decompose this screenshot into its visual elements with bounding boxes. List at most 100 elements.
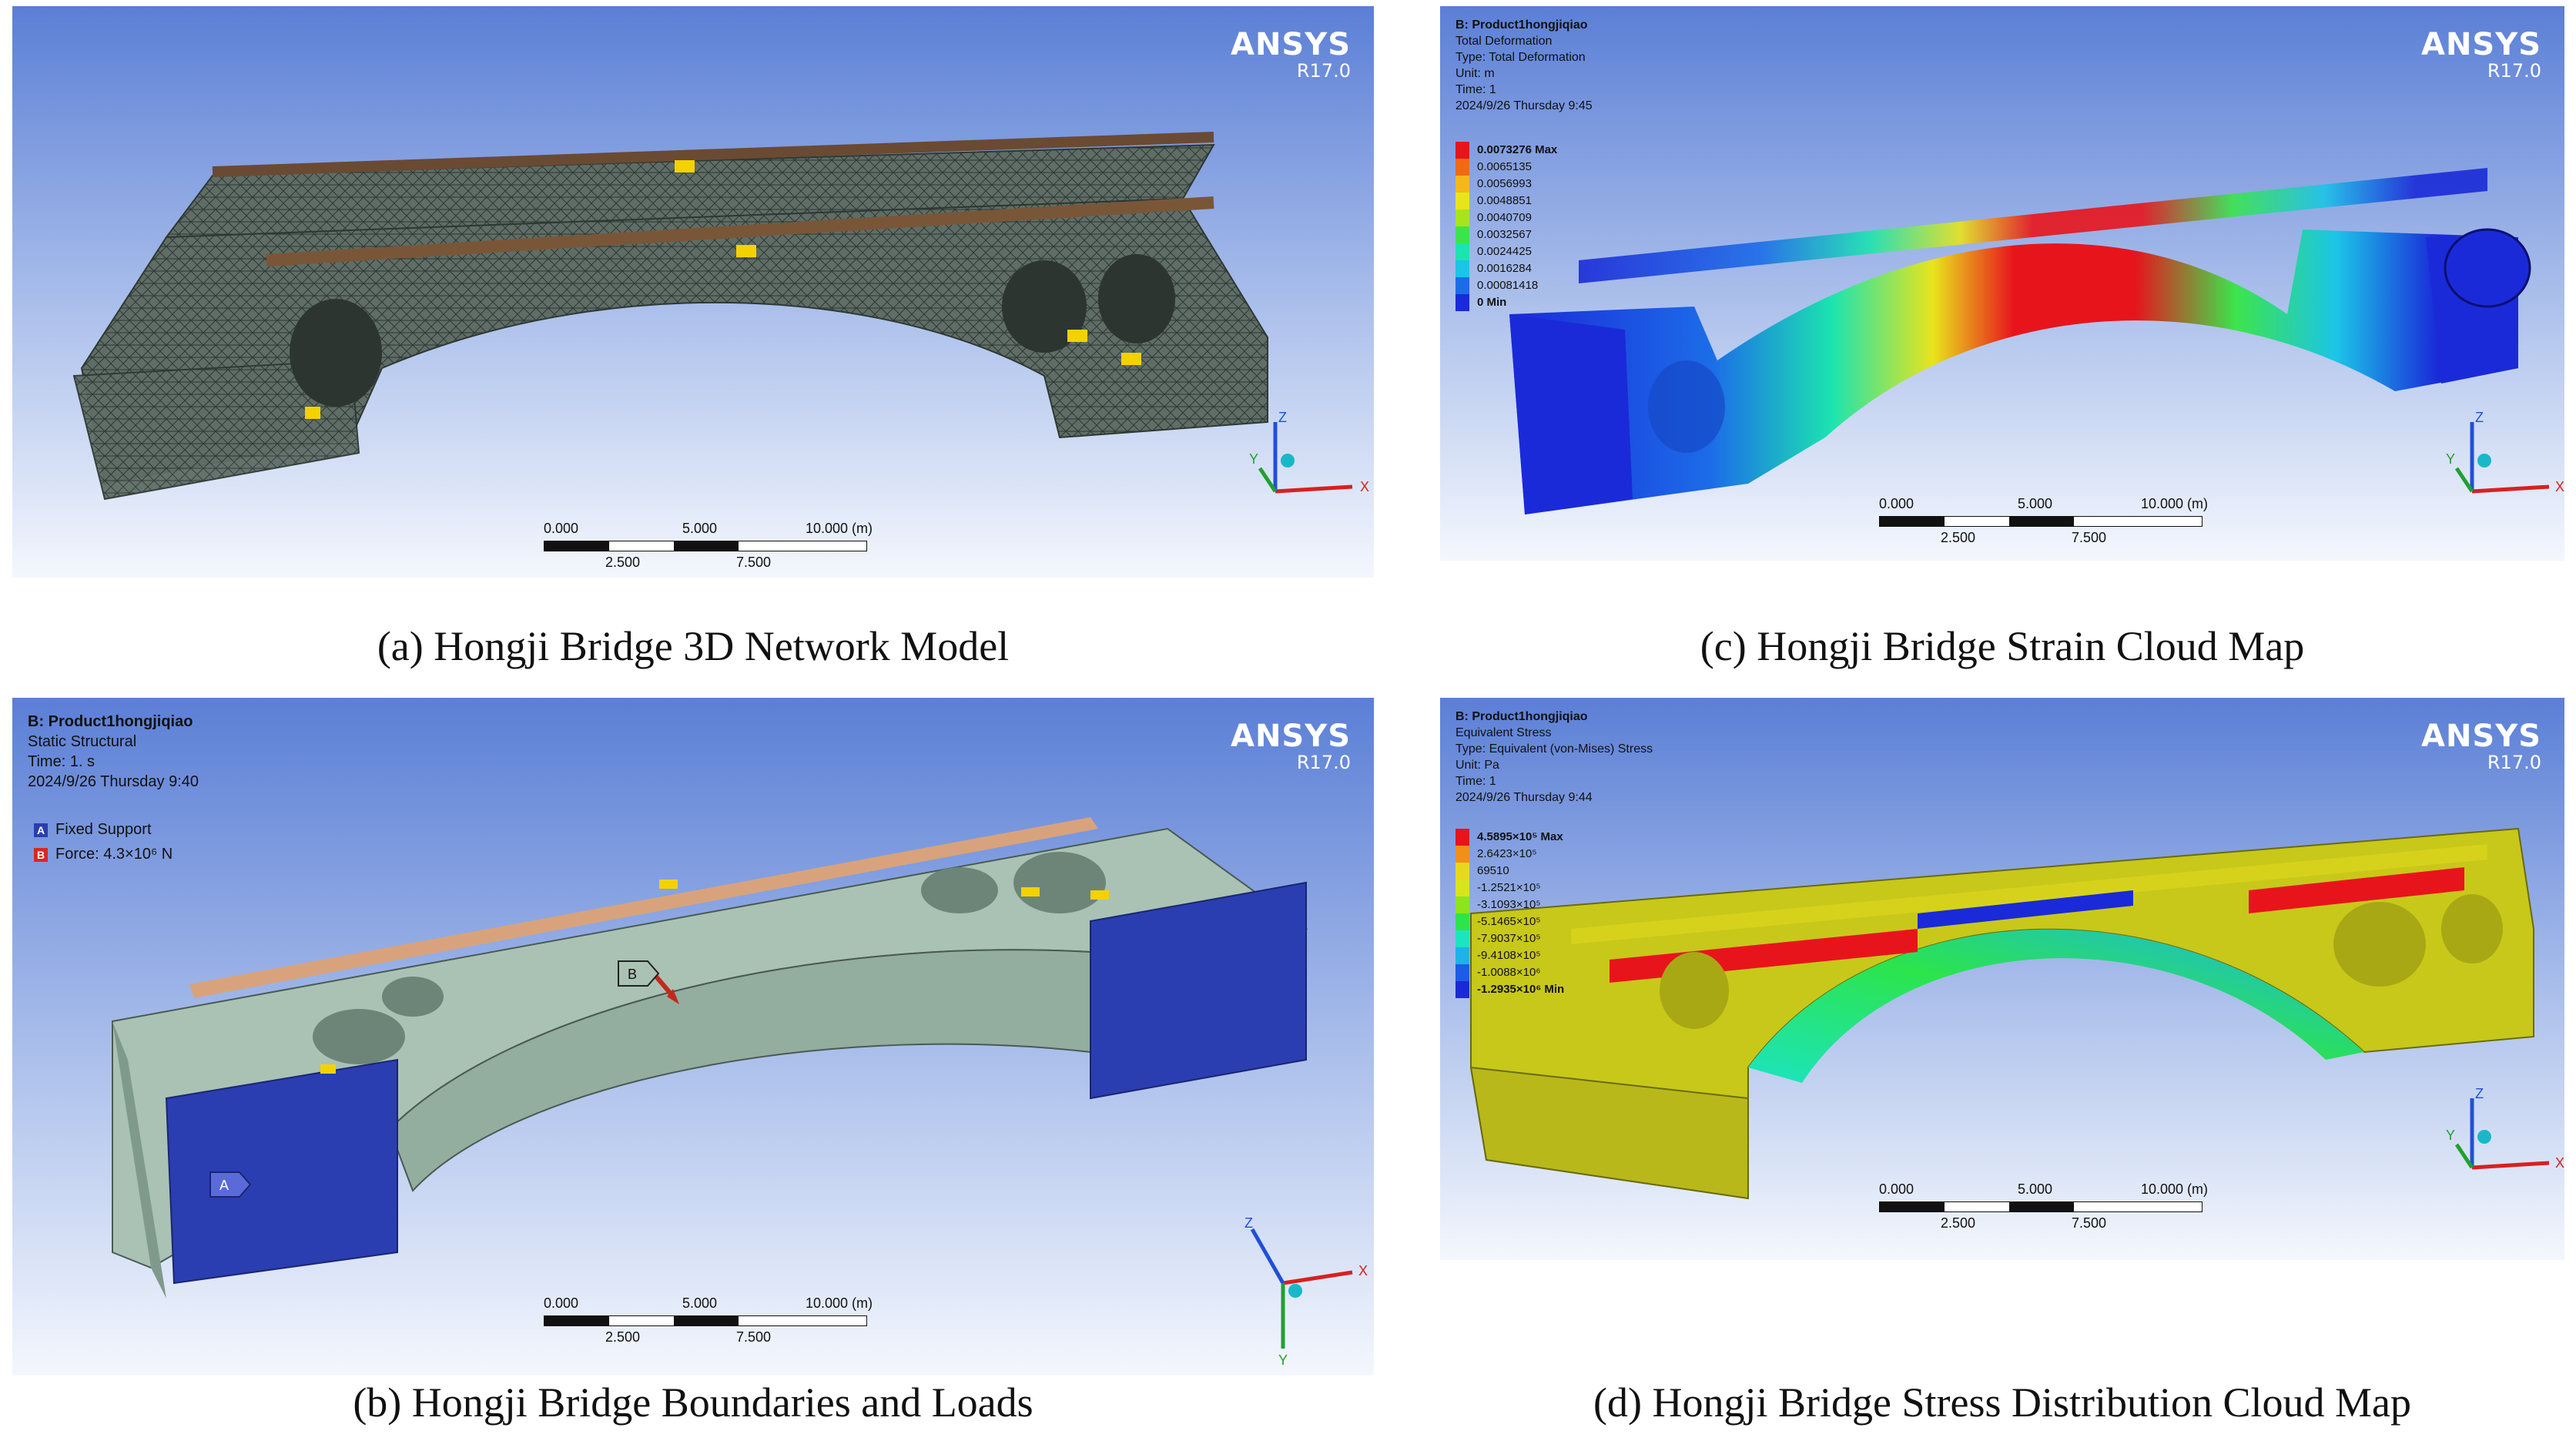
legend-swatch (1455, 243, 1469, 260)
info-line: 2024/9/26 Thursday 9:44 (1455, 791, 1593, 804)
triad-y-label: Y (2446, 451, 2455, 467)
result-info: B: Product1hongjiqiao Equivalent Stress … (1455, 709, 1653, 806)
legend-swatch (1455, 226, 1469, 243)
scale-tick: 7.500 (736, 555, 772, 570)
ansys-logo: ANSYS R17.0 (2421, 29, 2541, 80)
legend-swatch (1455, 930, 1469, 947)
boundary-label: Fixed Support (55, 821, 152, 838)
legend-label: 4.5895×10⁵ Max (1477, 830, 1563, 843)
scale-bar: 0.000 5.000 10.000 (m) 2.500 7.500 (1879, 496, 2208, 553)
ansys-brand: ANSYS (2420, 719, 2541, 754)
boundary-fixed-support[interactable]: A Fixed Support (34, 821, 152, 839)
scale-tick: 0.000 (1879, 1181, 1914, 1197)
ansys-version: R17.0 (1296, 60, 1351, 82)
bridge-stress-model (1469, 827, 2534, 1200)
scale-tick: 5.000 (682, 521, 718, 536)
triad-z-label: Z (2475, 1086, 2484, 1101)
legend-swatch (1455, 294, 1469, 311)
bridge-boundary-model (112, 817, 1308, 1299)
legend-label: 0.0024425 (1477, 245, 1532, 258)
axis-triad[interactable]: X Z Y (1221, 1214, 1374, 1368)
legend-swatch (1455, 142, 1469, 159)
info-line: Time: 1 (1455, 83, 1496, 96)
caption-b: (b) Hongji Bridge Boundaries and Loads (353, 1379, 1033, 1426)
info-line: Equivalent Stress (1455, 726, 1552, 739)
ansys-version: R17.0 (2487, 60, 2541, 82)
boundary-tag-a: A (34, 823, 48, 837)
legend-swatch (1455, 159, 1469, 176)
scale-bar: 0.000 5.000 10.000 (m) 2.500 7.500 (544, 1295, 873, 1352)
result-info: B: Product1hongjiqiao Static Structural … (28, 712, 199, 792)
legend-label: 0.0032567 (1477, 228, 1532, 241)
ansys-brand: ANSYS (1230, 719, 1351, 754)
panel-c-viewport[interactable]: B: Product1hongjiqiao Total Deformation … (1440, 6, 2564, 561)
panel-b-viewport[interactable]: B: Product1hongjiqiao Static Structural … (12, 698, 1374, 1376)
ansys-logo: ANSYS R17.0 (1231, 721, 1351, 772)
scale-bar: 0.000 5.000 10.000 (m) 2.500 7.500 (544, 521, 873, 578)
triad-y-label: Y (1249, 451, 1258, 467)
caption-a: (a) Hongji Bridge 3D Network Model (377, 623, 1010, 669)
scale-tick: 5.000 (2018, 1181, 2053, 1197)
info-line: Unit: m (1455, 67, 1495, 80)
info-line: Static Structural (28, 733, 137, 750)
panel-d-viewport[interactable]: B: Product1hongjiqiao Equivalent Stress … (1440, 698, 2564, 1260)
boundary-label: Force: 4.3×10⁶ N (55, 846, 173, 863)
scale-tick: 0.000 (544, 1295, 579, 1311)
legend-label: 0.0048851 (1477, 194, 1532, 207)
info-line: Total Deformation (1455, 35, 1553, 48)
triad-z-label: Z (2475, 410, 2484, 425)
marker-a-label: A (219, 1178, 229, 1193)
axis-triad[interactable]: X Z Y (2441, 1083, 2564, 1198)
panel-b-background (12, 698, 1374, 1376)
legend-swatch (1455, 981, 1469, 998)
legend-label: 0.0073276 Max (1477, 143, 1558, 156)
info-line: Unit: Pa (1455, 759, 1499, 772)
boundary-tag-b: B (34, 847, 48, 862)
panel-a-background (12, 6, 1374, 578)
legend-swatch (1455, 896, 1469, 913)
legend-swatch (1455, 193, 1469, 209)
legend-label: -1.2521×10⁵ (1477, 881, 1541, 894)
axis-triad[interactable]: X Z Y (1244, 407, 1374, 522)
legend-swatch (1455, 277, 1469, 294)
marker-b-flag[interactable]: B (617, 958, 663, 989)
legend-swatch (1455, 913, 1469, 930)
legend-label: -1.2935×10⁶ Min (1477, 983, 1565, 996)
info-line: Type: Equivalent (von-Mises) Stress (1455, 742, 1653, 756)
legend-label: 0.0016284 (1477, 262, 1532, 275)
legend-label: 0.0040709 (1477, 211, 1532, 224)
scale-tick: 10.000 (m) (806, 521, 873, 536)
legend-swatch (1455, 260, 1469, 277)
legend-swatch (1455, 947, 1469, 964)
boundary-force[interactable]: B Force: 4.3×10⁶ N (34, 846, 173, 863)
marker-a-flag[interactable]: A (209, 1169, 255, 1200)
legend-label: 2.6423×10⁵ (1477, 847, 1537, 860)
caption-d: (d) Hongji Bridge Stress Distribution Cl… (1593, 1379, 2411, 1426)
scale-bar-graphic (1879, 1201, 2202, 1212)
panel-c-background (1440, 6, 2564, 561)
axis-triad[interactable]: X Z Y (2441, 407, 2564, 522)
legend-label: -3.1093×10⁵ (1477, 898, 1541, 911)
info-line: Time: 1. s (28, 753, 95, 770)
triad-y-label: Y (2446, 1128, 2455, 1143)
ansys-version: R17.0 (1296, 752, 1351, 773)
scale-tick: 10.000 (m) (2141, 1181, 2209, 1197)
ansys-brand: ANSYS (1230, 27, 1351, 62)
scale-tick: 7.500 (2072, 1215, 2107, 1231)
panel-d-background (1440, 698, 2564, 1260)
panel-a-viewport[interactable]: ANSYS R17.0 0.000 5.000 10.000 (m) 2.500… (12, 6, 1374, 578)
ansys-logo: ANSYS R17.0 (1231, 29, 1351, 80)
legend-swatch (1455, 863, 1469, 880)
triad-x-label: X (1360, 479, 1369, 494)
scale-tick: 2.500 (605, 555, 641, 570)
legend-swatch (1455, 846, 1469, 863)
info-line: Time: 1 (1455, 775, 1496, 788)
result-info: B: Product1hongjiqiao Total Deformation … (1455, 17, 1593, 114)
triad-x-label: X (2555, 1155, 2564, 1171)
triad-z-label: Z (1244, 1215, 1253, 1231)
info-line: 2024/9/26 Thursday 9:45 (1455, 99, 1593, 112)
legend-swatch (1455, 209, 1469, 226)
info-title: B: Product1hongjiqiao (28, 713, 193, 730)
marker-b-label: B (628, 967, 637, 982)
scale-tick: 5.000 (2018, 496, 2053, 511)
